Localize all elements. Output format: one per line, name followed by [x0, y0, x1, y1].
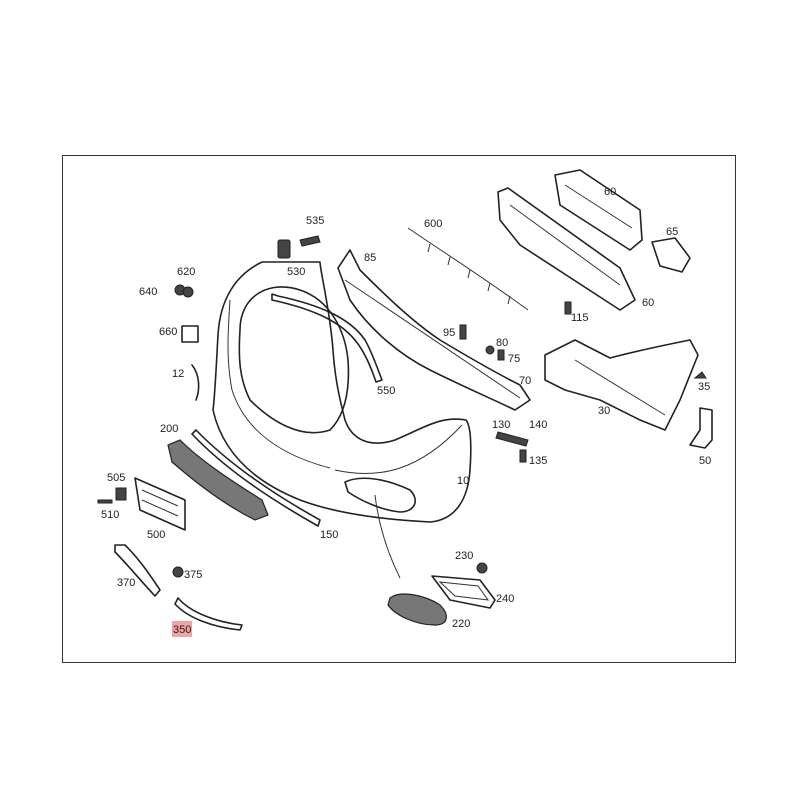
- screw-135-icon: [519, 449, 527, 463]
- lower-grille-mesh-part: [167, 439, 269, 521]
- label-35: 35: [698, 381, 710, 393]
- label-370: 370: [117, 577, 135, 589]
- label-60-lower: 60: [642, 297, 654, 309]
- license-bracket-part: [134, 477, 186, 531]
- label-600: 600: [424, 218, 442, 230]
- label-200: 200: [160, 423, 178, 435]
- label-530: 530: [287, 266, 305, 278]
- label-230: 230: [455, 550, 473, 562]
- clip-35-icon: [693, 371, 707, 379]
- bracket-140-icon: [495, 431, 529, 447]
- wiring-harness-part: [407, 227, 529, 311]
- label-550: 550: [377, 385, 395, 397]
- bracket-65-part: [651, 237, 691, 273]
- label-130: 130: [492, 419, 510, 431]
- clip-95-icon: [459, 324, 467, 340]
- impact-absorber-lower-part: [497, 187, 636, 311]
- chrome-strip-150-part: [191, 429, 321, 527]
- label-350: 350: [173, 624, 191, 636]
- label-535: 535: [306, 215, 324, 227]
- label-505: 505: [107, 472, 125, 484]
- label-500: 500: [147, 529, 165, 541]
- label-375: 375: [184, 569, 202, 581]
- label-85: 85: [364, 252, 376, 264]
- clip-75-icon: [497, 349, 505, 361]
- label-95: 95: [443, 327, 455, 339]
- clip-230-icon: [476, 562, 488, 574]
- label-640: 640: [139, 286, 157, 298]
- label-220: 220: [452, 618, 470, 630]
- bolt-535-icon: [299, 235, 321, 247]
- label-510: 510: [101, 509, 119, 521]
- fasteners: [97, 235, 707, 578]
- impact-absorber-upper-part: [554, 169, 643, 251]
- fog-lamp-grille-part: [387, 593, 447, 626]
- label-620: 620: [177, 266, 195, 278]
- nut-80-icon: [485, 345, 495, 355]
- clip-375-icon: [172, 566, 184, 578]
- screw-510-icon: [97, 499, 113, 504]
- module-660-icon: [181, 325, 199, 343]
- label-150: 150: [320, 529, 338, 541]
- trim-370-part: [114, 544, 161, 597]
- label-30: 30: [598, 405, 610, 417]
- label-140: 140: [529, 419, 547, 431]
- clip-530-icon: [277, 239, 291, 259]
- fog-lamp-frame-part: [431, 575, 496, 609]
- label-50: 50: [699, 455, 711, 467]
- side-bracket-part: [544, 339, 699, 431]
- bracket-50-part: [689, 407, 713, 449]
- highlight-350: [172, 621, 192, 637]
- label-65: 65: [666, 226, 678, 238]
- label-80: 80: [496, 337, 508, 349]
- trim-350-part: [174, 597, 243, 631]
- bumper-cover-part: [212, 261, 472, 579]
- label-660: 660: [159, 326, 177, 338]
- label-12: 12: [172, 368, 184, 380]
- clip-505-icon: [115, 487, 127, 501]
- label-60-upper: 60: [604, 186, 616, 198]
- screw-115-icon: [564, 301, 572, 315]
- sensor-620-icon: [182, 286, 194, 298]
- label-75: 75: [508, 353, 520, 365]
- grille-trim-strip-part: [271, 293, 383, 383]
- part-labels: 535 530 600 60 65 60 620 640 85 115 660 …: [101, 186, 711, 636]
- label-10: 10: [457, 475, 469, 487]
- diagram-frame: [62, 155, 736, 663]
- label-135: 135: [529, 455, 547, 467]
- label-115: 115: [571, 312, 589, 324]
- reinforcement-bar-part: [337, 249, 531, 411]
- wire-12-icon: [191, 364, 200, 401]
- label-240: 240: [496, 593, 514, 605]
- harness-clips: [427, 243, 511, 305]
- label-70: 70: [519, 375, 531, 387]
